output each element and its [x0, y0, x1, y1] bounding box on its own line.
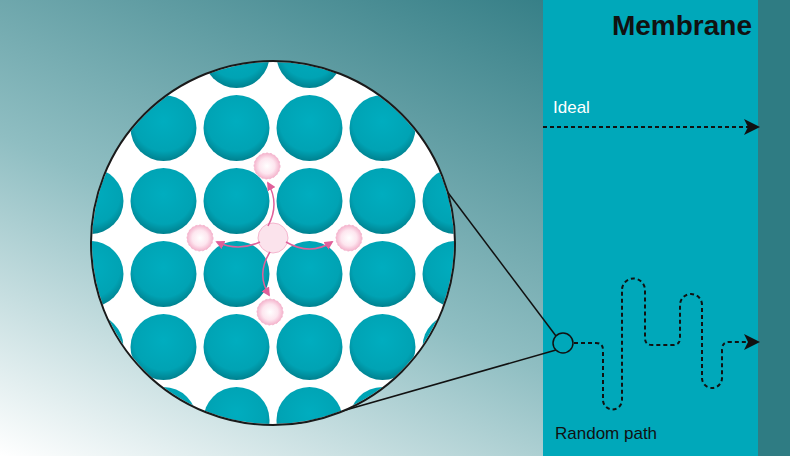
particles — [268, 183, 274, 226]
particles — [254, 153, 280, 179]
pore-circle — [58, 22, 124, 88]
pore-circle — [350, 95, 416, 161]
pore-circle — [58, 168, 124, 234]
random-path — [744, 334, 760, 350]
path-label: Ideal — [553, 98, 590, 118]
outside-band — [758, 0, 790, 456]
pore-circle — [277, 95, 343, 161]
pore-circle — [277, 314, 343, 380]
pore-circle — [350, 168, 416, 234]
pore-circle — [496, 241, 562, 307]
particles — [187, 153, 362, 325]
pore-circle — [277, 387, 343, 453]
membrane-band — [543, 0, 758, 456]
pore-circle — [58, 387, 124, 453]
leader-lines — [553, 333, 573, 353]
pore-circle — [496, 95, 562, 161]
pore-circle — [350, 314, 416, 380]
particles — [336, 225, 362, 251]
ideal-path — [543, 119, 760, 135]
pore-circle — [277, 241, 343, 307]
particles — [187, 225, 213, 251]
pore-circle — [204, 314, 270, 380]
pore-circle — [496, 22, 562, 88]
pore-circle — [131, 22, 197, 88]
pore-circle — [131, 168, 197, 234]
pore-circle — [350, 241, 416, 307]
pore-circle — [277, 168, 343, 234]
pore-circle — [423, 168, 489, 234]
path-label: Random path — [555, 424, 657, 444]
pore-circle — [496, 314, 562, 380]
magnifier-rim — [91, 61, 455, 425]
particles — [257, 299, 283, 325]
pore-circle — [204, 22, 270, 88]
pore-circle — [496, 168, 562, 234]
random-path — [574, 279, 748, 410]
ideal-path — [543, 126, 748, 128]
ideal-path — [744, 119, 760, 135]
magnifier-lens — [91, 61, 455, 425]
pore-circle — [350, 22, 416, 88]
random-path — [574, 279, 760, 410]
pore-circle — [58, 95, 124, 161]
particles — [286, 242, 332, 249]
leader-lines — [440, 182, 556, 336]
pore-circle — [131, 314, 197, 380]
pore-circle — [131, 387, 197, 453]
pore-circle — [131, 241, 197, 307]
particles — [217, 242, 260, 247]
pore-circle — [58, 314, 124, 380]
pore-circle — [277, 22, 343, 88]
pore-circle — [204, 387, 270, 453]
region-title: Membrane — [612, 10, 752, 42]
pore-circle — [496, 387, 562, 453]
membrane-region: Membrane — [543, 0, 758, 456]
pore-circle — [423, 314, 489, 380]
pore-circle — [350, 387, 416, 453]
pore-circle — [131, 95, 197, 161]
pore-circle — [204, 241, 270, 307]
pore-circle — [204, 168, 270, 234]
pore-circle — [423, 95, 489, 161]
particles — [263, 252, 270, 295]
pore-grid — [58, 22, 562, 456]
pore-circle — [423, 387, 489, 453]
pore-circle — [423, 22, 489, 88]
pore-circle — [204, 95, 270, 161]
particles — [258, 223, 288, 253]
